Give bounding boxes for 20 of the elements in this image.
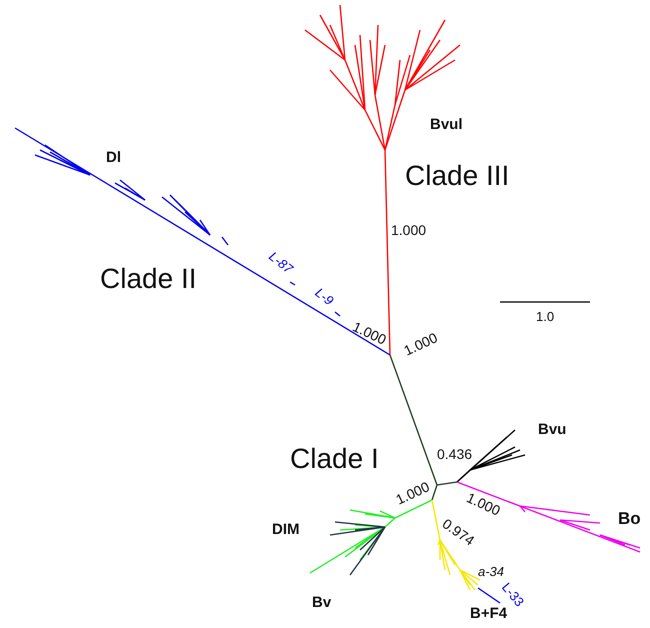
group-label: Bvu — [538, 422, 566, 437]
clade-label: Clade I — [290, 445, 379, 473]
support-value: 1.000 — [394, 479, 432, 507]
group-label: DIM — [272, 522, 300, 537]
support-value: 1.000 — [402, 330, 440, 358]
clade-label: Clade III — [405, 162, 510, 190]
support-value: 1.000 — [464, 490, 502, 518]
support-value: 0.436 — [437, 447, 472, 461]
group-label: Bvul — [430, 117, 463, 132]
scale-label: 1.0 — [536, 310, 554, 323]
group-label: Bv — [312, 595, 332, 610]
support-value: 1.000 — [391, 223, 426, 237]
group-label: Bo — [618, 510, 641, 527]
taxon-label: a-34 — [478, 565, 504, 578]
group-label: B+F4 — [470, 606, 508, 621]
group-label: Dl — [106, 150, 121, 165]
clade-label: Clade II — [100, 265, 196, 293]
taxon-label: L-87 — [266, 249, 296, 276]
support-value: 1.000 — [350, 319, 388, 347]
taxon-label: L-9 — [313, 286, 336, 308]
